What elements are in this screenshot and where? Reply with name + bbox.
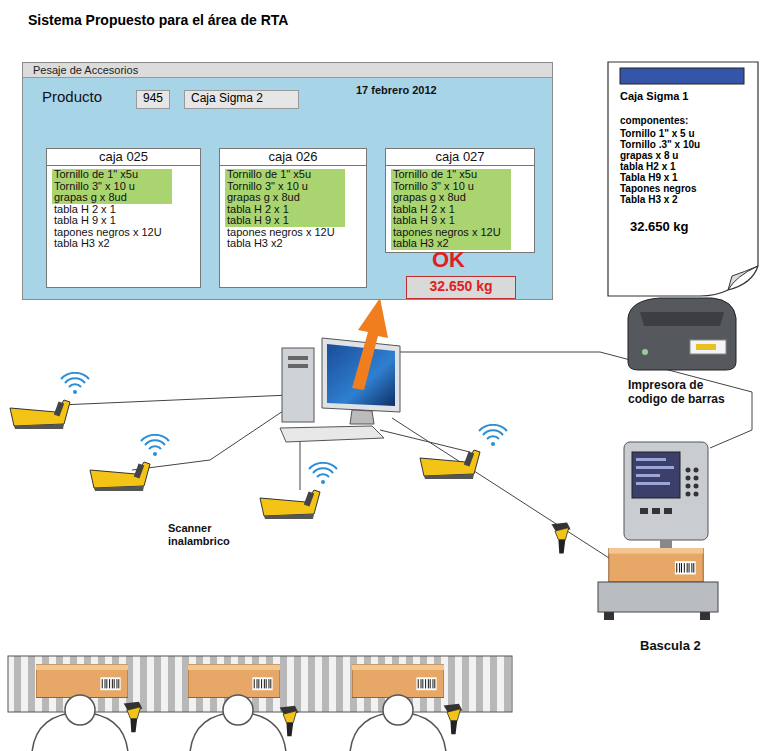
checked-item: tabla H 9 x 1 xyxy=(225,215,345,227)
box-heading: caja 026 xyxy=(220,149,366,166)
scale-label: Bascula 2 xyxy=(640,638,701,653)
label-line: grapas x 8 u xyxy=(620,150,758,161)
label-line: Tabla H3 x 2 xyxy=(620,194,758,205)
field-value: Caja Sigma 2 xyxy=(191,91,298,106)
field-box: 945 xyxy=(136,90,170,109)
box-panel: caja 026Tornillo de 1" x5uTornillo 3" x … xyxy=(219,148,367,288)
flow-arrow xyxy=(352,298,388,390)
checked-item: grapas g x 8ud xyxy=(52,192,172,204)
label-paper xyxy=(608,62,758,296)
label-line: Tabla H9 x 1 xyxy=(620,172,758,183)
conveyor xyxy=(8,656,512,751)
checked-item: Tornillo 3" x 10 u xyxy=(391,181,511,193)
label-line: componentes: xyxy=(620,115,758,126)
checked-item: tabla H 9 x 1 xyxy=(391,215,511,227)
pending-item: tabla H3 x2 xyxy=(52,238,172,250)
wireless-scanner xyxy=(10,373,507,519)
barcode-printer xyxy=(628,298,736,370)
box-panel: caja 027Tornillo de 1" x5uTornillo 3" x … xyxy=(385,148,535,253)
checked-item: Tornillo 3" x 10 u xyxy=(52,181,172,193)
computer xyxy=(280,338,400,442)
field-box: 32.650 kg xyxy=(406,276,516,299)
printed-label: Caja Sigma 1 componentes: Tornillo 1" x 5 … xyxy=(608,62,758,294)
scanner-label: Scanner inalambrico xyxy=(168,522,264,548)
checked-item: Tornillo de 1" x5u xyxy=(225,169,345,181)
checked-item: Tornillo 3" x 10 u xyxy=(225,181,345,193)
checked-item: grapas g x 8ud xyxy=(225,192,345,204)
label-line: Tornillo 1" x 5 u xyxy=(620,128,758,139)
box-heading: caja 027 xyxy=(386,149,534,166)
checked-item: Tornillo de 1" x5u xyxy=(391,169,511,181)
label-line: Tapones negros xyxy=(620,183,758,194)
pending-item: tabla H 9 x 1 xyxy=(52,215,172,227)
scale xyxy=(551,442,718,620)
checked-item: tabla H 2 x 1 xyxy=(225,204,345,216)
field-value: 945 xyxy=(137,91,169,106)
label-line: 32.650 kg xyxy=(630,219,758,234)
field-value: 32.650 kg xyxy=(407,277,515,296)
checked-item: Tornillo de 1" x5u xyxy=(52,169,172,181)
box-panel: caja 025Tornillo de 1" x5uTornillo 3" x … xyxy=(46,148,201,288)
label-line: tabla H2 x 1 xyxy=(620,161,758,172)
checked-item: tabla H 2 x 1 xyxy=(391,204,511,216)
wire xyxy=(60,352,752,578)
title: Sistema Propuesto para el área de RTA xyxy=(28,12,288,28)
label-line: Caja Sigma 1 xyxy=(620,90,758,103)
pending-item: tabla H3 x2 xyxy=(225,238,345,250)
status-ok: OK xyxy=(432,248,465,272)
pending-item: tapones negros x 12U xyxy=(52,227,172,239)
window-title: Pesaje de Accesorios xyxy=(23,63,552,78)
date: 17 febrero 2012 xyxy=(356,84,437,96)
field-box: Caja Sigma 2 xyxy=(184,90,299,109)
box-heading: caja 025 xyxy=(47,149,200,166)
checked-item: tapones negros x 12U xyxy=(391,227,511,239)
pending-item: tapones negros x 12U xyxy=(225,227,345,239)
field-label: Producto xyxy=(42,88,102,105)
checked-item: grapas g x 8ud xyxy=(391,192,511,204)
pending-item: tabla H 2 x 1 xyxy=(52,204,172,216)
printer-label: Impresora de codigo de barras xyxy=(628,378,746,406)
label-line: Tornillo .3" x 10u xyxy=(620,139,758,150)
